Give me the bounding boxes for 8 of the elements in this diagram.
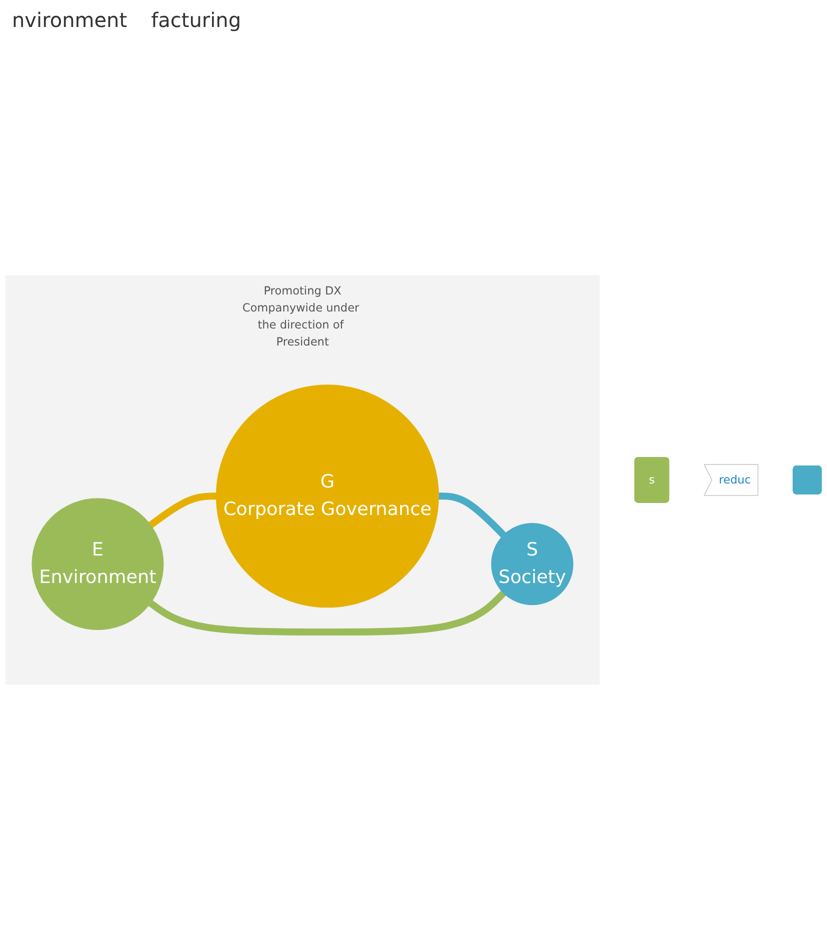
connector bbox=[438, 492, 506, 538]
connector bbox=[148, 590, 506, 636]
node-circle: S Society bbox=[491, 523, 574, 606]
node-circle: G Corporate Governance bbox=[216, 384, 439, 608]
node-circle: E Environment bbox=[32, 498, 164, 630]
text-fragment: nvironment bbox=[12, 8, 128, 32]
text-fragment: facturing bbox=[151, 8, 242, 32]
connector bbox=[148, 492, 216, 528]
